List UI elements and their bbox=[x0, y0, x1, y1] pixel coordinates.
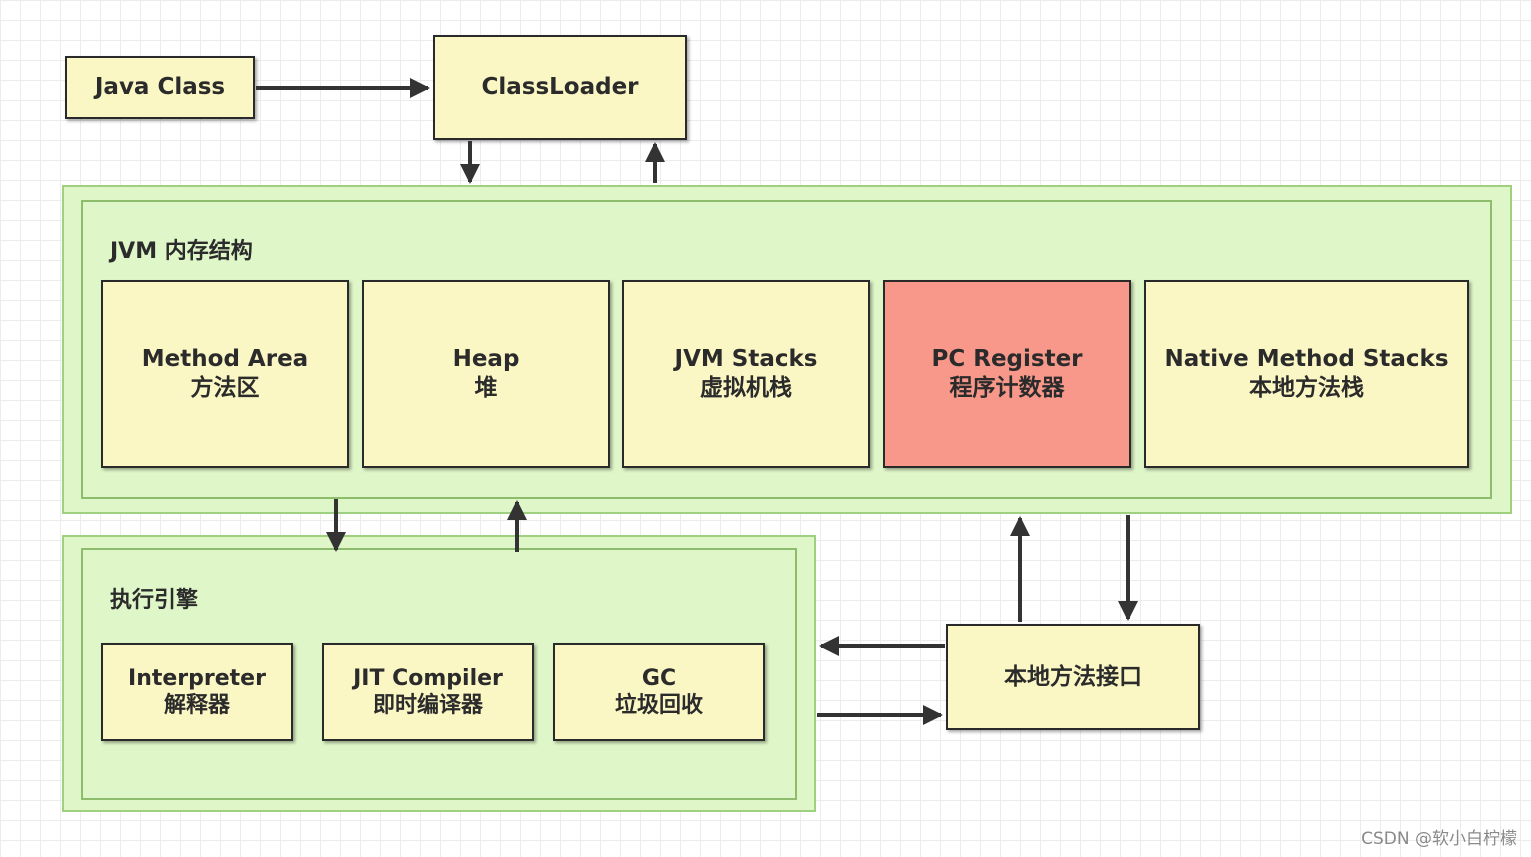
native-method-stacks-zh: 本地方法栈 bbox=[1249, 375, 1364, 401]
interpreter-zh: 解释器 bbox=[163, 693, 230, 718]
pc-register-box: PC Register 程序计数器 bbox=[883, 280, 1131, 468]
pc-register-zh: 程序计数器 bbox=[949, 375, 1065, 401]
classloader-label: ClassLoader bbox=[481, 74, 639, 101]
interpreter-box: Interpreter 解释器 bbox=[101, 643, 293, 741]
native-interface-box: 本地方法接口 bbox=[946, 624, 1200, 730]
jit-compiler-en: JIT Compiler bbox=[353, 665, 503, 691]
jvm-memory-label: JVM 内存结构 bbox=[110, 239, 253, 264]
jvm-stacks-en: JVM Stacks bbox=[674, 346, 818, 373]
jvm-stacks-zh: 虚拟机栈 bbox=[700, 375, 792, 401]
jit-compiler-zh: 即时编译器 bbox=[372, 693, 483, 718]
heap-en: Heap bbox=[452, 346, 520, 373]
java-class-label: Java Class bbox=[94, 74, 226, 101]
native-method-stacks-box: Native Method Stacks 本地方法栈 bbox=[1144, 280, 1469, 468]
method-area-zh: 方法区 bbox=[190, 375, 260, 401]
gc-en: GC bbox=[641, 665, 677, 691]
heap-zh: 堆 bbox=[474, 375, 498, 401]
watermark: CSDN @软小白柠檬 bbox=[1361, 829, 1517, 849]
heap-box: Heap 堆 bbox=[362, 280, 610, 468]
gc-zh: 垃圾回收 bbox=[614, 693, 703, 718]
method-area-en: Method Area bbox=[141, 346, 309, 373]
gc-box: GC 垃圾回收 bbox=[553, 643, 765, 741]
pc-register-en: PC Register bbox=[931, 346, 1083, 373]
jit-compiler-box: JIT Compiler 即时编译器 bbox=[322, 643, 534, 741]
classloader-box: ClassLoader bbox=[433, 35, 687, 140]
execution-engine-label: 执行引擎 bbox=[110, 588, 199, 613]
java-class-box: Java Class bbox=[65, 56, 255, 119]
native-method-stacks-en: Native Method Stacks bbox=[1164, 346, 1449, 373]
interpreter-en: Interpreter bbox=[128, 665, 266, 691]
native-interface-label: 本地方法接口 bbox=[1004, 663, 1142, 690]
jvm-stacks-box: JVM Stacks 虚拟机栈 bbox=[622, 280, 870, 468]
method-area-box: Method Area 方法区 bbox=[101, 280, 349, 468]
